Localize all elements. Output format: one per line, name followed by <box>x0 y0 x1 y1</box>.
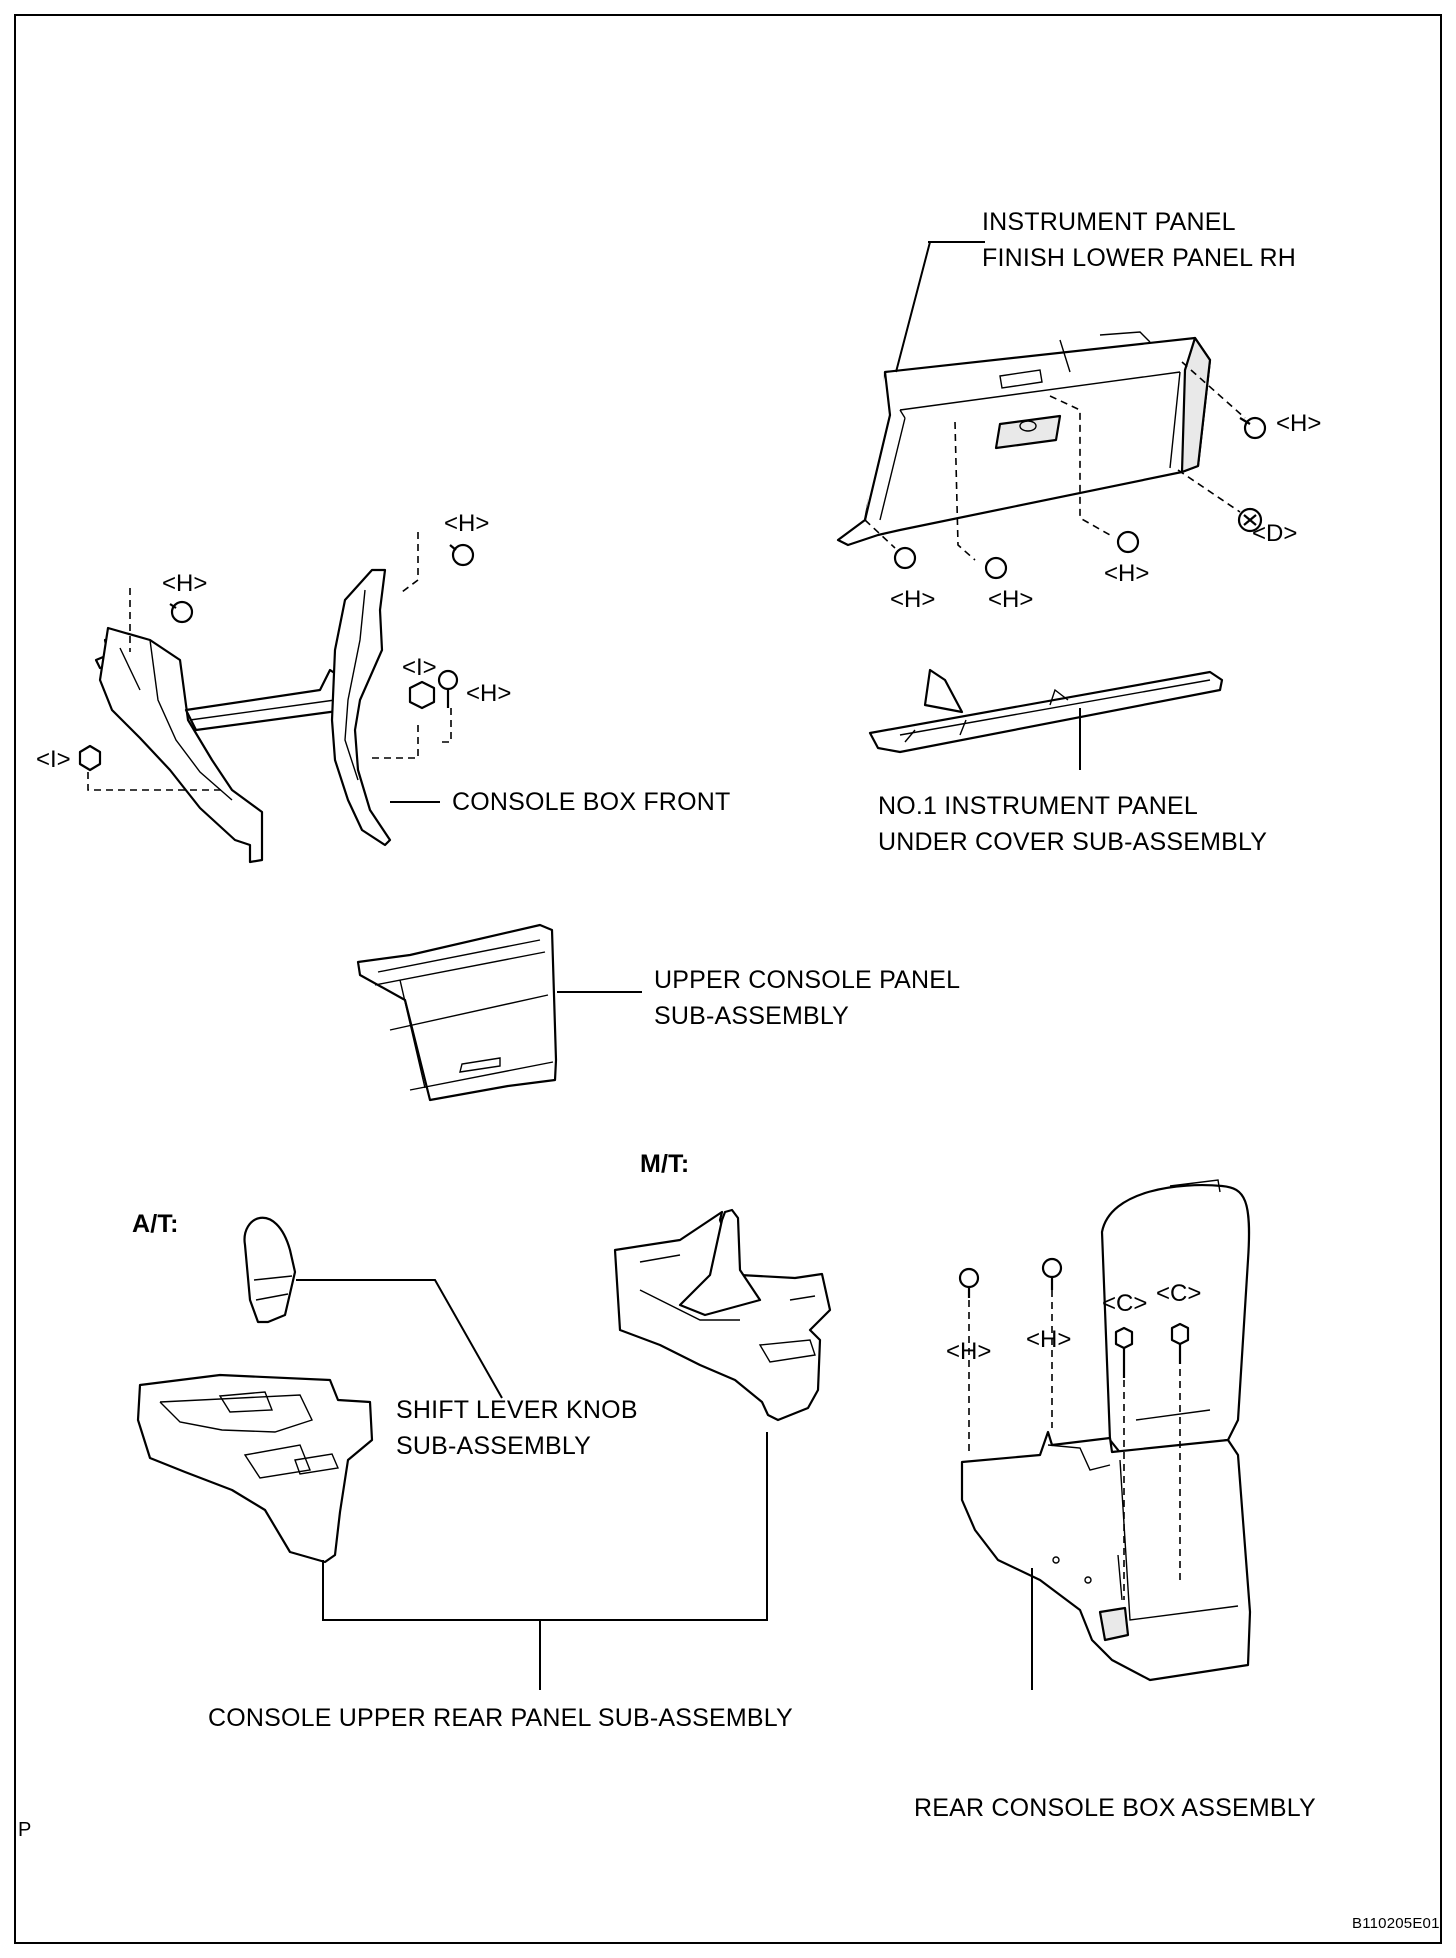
tag-i-console-mid: <I> <box>402 654 437 681</box>
tag-h-glovebox-2: <H> <box>988 586 1034 613</box>
page-letter: P <box>18 1819 32 1841</box>
label-shift-knob-line2: SUB-ASSEMBLY <box>396 1432 592 1460</box>
tag-d-glovebox: <D> <box>1252 520 1298 547</box>
label-shift-knob-line1: SHIFT LEVER KNOB <box>396 1396 638 1424</box>
glove-box-fasteners <box>864 361 1267 580</box>
label-under-cover-line2: UNDER COVER SUB-ASSEMBLY <box>878 828 1268 856</box>
tag-h-glovebox-3: <H> <box>1104 560 1150 587</box>
upper-console-panel-part <box>356 923 642 1102</box>
label-at: A/T: <box>132 1210 179 1238</box>
tag-h-console-top: <H> <box>444 510 490 537</box>
label-console-box-front: CONSOLE BOX FRONT <box>452 788 731 816</box>
rear-console-box-part <box>960 1179 1252 1690</box>
at-rear-panel-part <box>136 1373 768 1690</box>
tag-h-rear-1: <H> <box>946 1338 992 1365</box>
console-box-fasteners <box>78 532 475 791</box>
page-frame <box>14 14 1442 1944</box>
tag-c-rear-1: <C> <box>1102 1290 1148 1317</box>
tag-h-console-left: <H> <box>162 570 208 597</box>
label-mt: M/T: <box>640 1150 690 1178</box>
tag-h-rear-2: <H> <box>1026 1326 1072 1353</box>
glove-box-part <box>836 241 1212 547</box>
tag-h-glovebox-right: <H> <box>1276 410 1322 437</box>
tag-h-glovebox-1: <H> <box>890 586 936 613</box>
label-under-cover-line1: NO.1 INSTRUMENT PANEL <box>878 792 1198 820</box>
rear-box-fasteners <box>958 1257 1190 1600</box>
label-upper-console-line2: SUB-ASSEMBLY <box>654 1002 850 1030</box>
tag-c-rear-2: <C> <box>1156 1280 1202 1307</box>
tag-i-console-left: <I> <box>36 746 71 773</box>
mt-rear-panel-part <box>613 1208 832 1422</box>
label-console-upper-rear-panel: CONSOLE UPPER REAR PANEL SUB-ASSEMBLY <box>208 1704 793 1732</box>
label-instrument-panel-finish-line1: INSTRUMENT PANEL <box>982 208 1236 236</box>
label-instrument-panel-finish-line2: FINISH LOWER PANEL RH <box>982 244 1296 272</box>
under-cover-part <box>868 668 1224 770</box>
figure-code: B110205E01 <box>1352 1915 1440 1932</box>
tag-h-console-mid: <H> <box>466 680 512 707</box>
label-upper-console-line1: UPPER CONSOLE PANEL <box>654 966 961 994</box>
shift-knob-part <box>243 1216 503 1399</box>
console-box-front-part <box>94 568 440 864</box>
label-rear-console-box: REAR CONSOLE BOX ASSEMBLY <box>914 1794 1316 1822</box>
